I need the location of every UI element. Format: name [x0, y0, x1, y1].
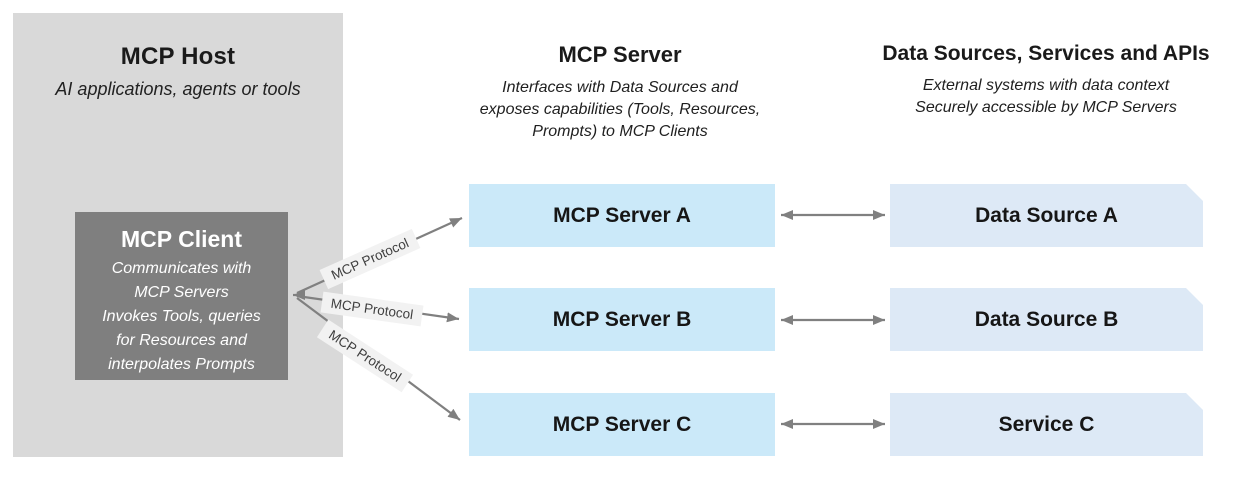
mcp-server-c-label: MCP Server C [552, 412, 692, 436]
mcp-server-column-title: MCP Server [558, 42, 682, 67]
data-source-a-label: Data Source A [975, 203, 1118, 227]
data-source-a-box: Data Source A [890, 184, 1203, 247]
mcp-server-b-box: MCP Server B [469, 288, 775, 351]
mcp-client-box: MCP Client Communicates with MCP Servers… [75, 212, 288, 380]
data-sources-column-subtitle: External systems with data context Secur… [915, 77, 1177, 116]
service-c-label: Service C [998, 412, 1095, 436]
mcp-client-description: Communicates with MCP Servers Invokes To… [102, 260, 261, 373]
mcp-host-panel: MCP Host AI applications, agents or tool… [13, 13, 343, 457]
data-source-b-box: Data Source B [890, 288, 1203, 351]
mcp-host-title: MCP Host [120, 43, 236, 70]
mcp-server-column-subtitle: Interfaces with Data Sources and exposes… [479, 79, 761, 140]
mcp-server-b-label: MCP Server B [552, 307, 692, 331]
service-c-box: Service C [890, 393, 1203, 456]
mcp-server-column-header: MCP Server Interfaces with Data Sources … [445, 42, 795, 143]
mcp-server-c-box: MCP Server C [469, 393, 775, 456]
mcp-host-subtitle: AI applications, agents or tools [55, 79, 301, 99]
mcp-server-a-box: MCP Server A [469, 184, 775, 247]
data-sources-column-header: Data Sources, Services and APIs External… [865, 42, 1227, 119]
data-source-b-label: Data Source B [974, 307, 1119, 331]
mcp-client-title: MCP Client [121, 226, 242, 252]
data-sources-column-title: Data Sources, Services and APIs [882, 42, 1210, 65]
mcp-server-a-label: MCP Server A [553, 203, 691, 227]
